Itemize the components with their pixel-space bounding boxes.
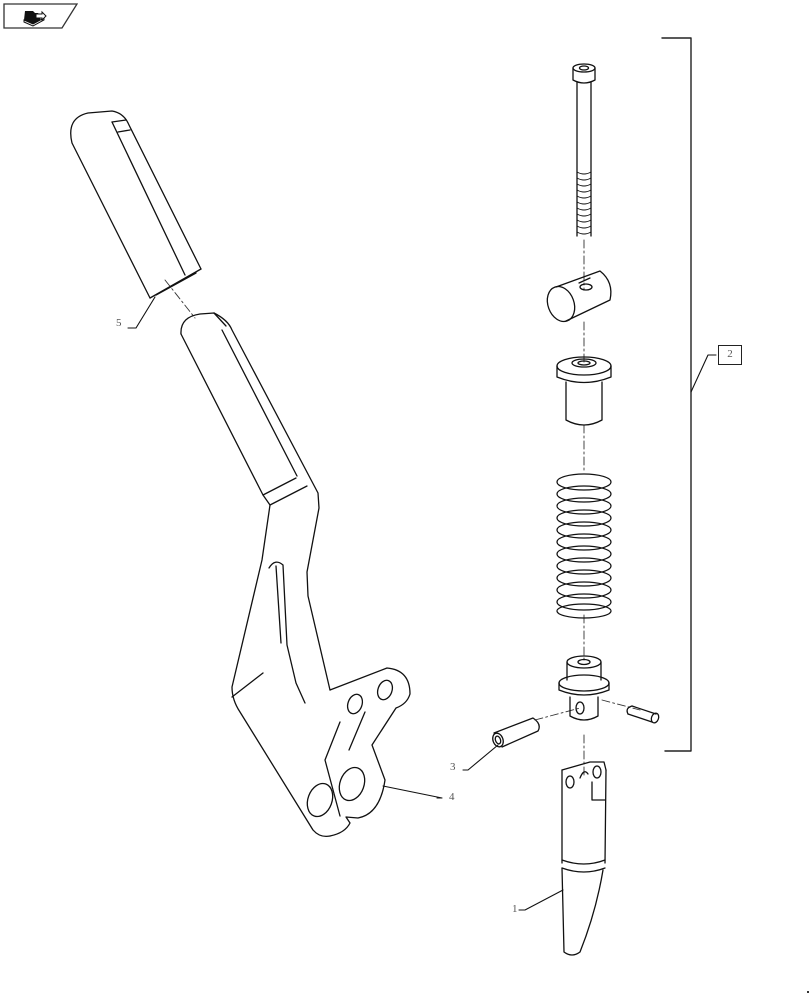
cross-drilled-cylinder [546, 270, 612, 323]
callout-1: 1 [512, 903, 518, 915]
pin-left [492, 717, 540, 748]
pin-right [626, 705, 660, 724]
callout-2: 2 [718, 345, 742, 365]
corner-mark [807, 991, 809, 993]
book-arrow-icon [3, 3, 79, 29]
callout-4: 4 [449, 791, 455, 803]
flanged-pivot-block [558, 655, 610, 721]
socket-head-screw [572, 63, 596, 237]
nav-badge-button[interactable] [0, 0, 79, 30]
handle-grip [70, 110, 202, 299]
flanged-bushing [556, 356, 612, 426]
callout-3: 3 [450, 761, 456, 773]
clevis-rod [561, 761, 607, 956]
compression-spring [556, 473, 612, 619]
lever-arm [180, 312, 411, 838]
callout-5: 5 [116, 317, 122, 329]
assembly-bracket [661, 37, 692, 752]
callout-2-label: 2 [727, 348, 733, 360]
leader-lines [127, 296, 717, 911]
